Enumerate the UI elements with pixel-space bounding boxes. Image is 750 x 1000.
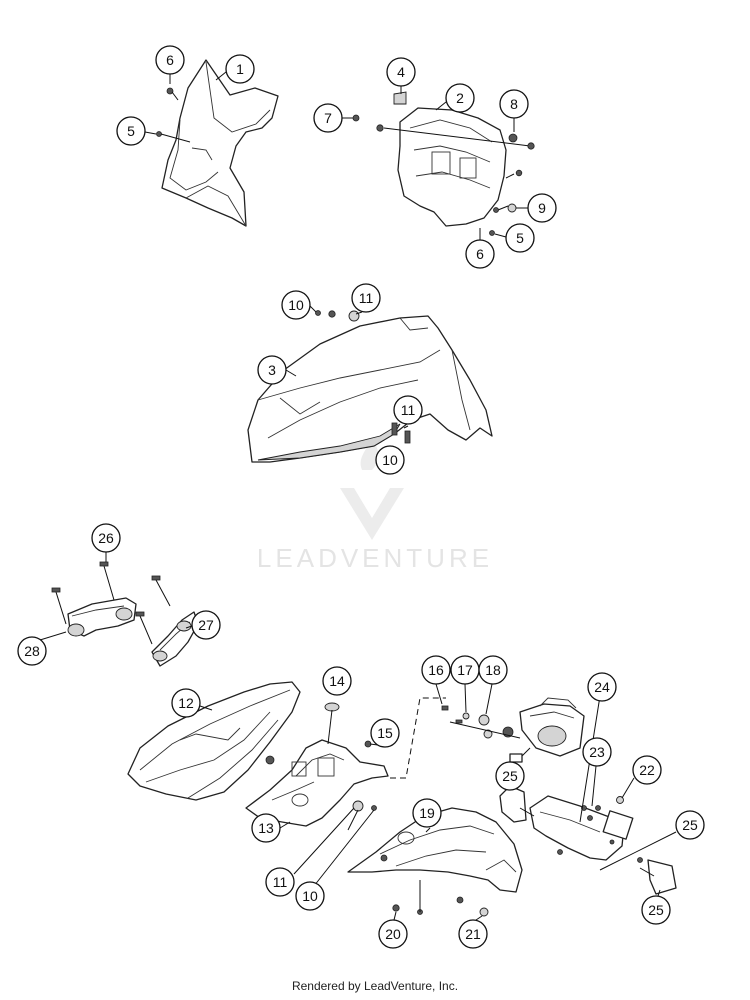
svg-text:10: 10	[288, 297, 304, 313]
callout-1: 1	[215, 54, 255, 84]
callout-19: 19	[412, 798, 442, 833]
svg-text:2: 2	[456, 90, 464, 106]
svg-text:25: 25	[502, 768, 518, 784]
svg-text:14: 14	[329, 673, 345, 689]
seat	[127, 681, 301, 801]
headlight-mask	[156, 59, 279, 227]
callout-25c: 25	[641, 889, 671, 925]
tail-light	[390, 697, 585, 779]
svg-text:11: 11	[359, 290, 374, 306]
svg-text:28: 28	[24, 643, 40, 659]
callout-3: 3	[257, 355, 297, 385]
svg-text:13: 13	[258, 820, 274, 836]
svg-text:5: 5	[516, 230, 524, 246]
svg-text:23: 23	[589, 744, 605, 760]
callout-14: 14	[322, 666, 352, 696]
callout-27: 27	[185, 610, 221, 640]
callout-13: 13	[251, 813, 291, 843]
callout-6a: 6	[155, 45, 185, 84]
svg-text:6: 6	[476, 246, 484, 262]
svg-text:16: 16	[428, 662, 444, 678]
svg-text:26: 26	[98, 530, 114, 546]
leadventure-watermark-logo: LEADVENTURE	[257, 436, 493, 573]
callout-5b: 5	[494, 223, 535, 253]
callout-7: 7	[313, 103, 343, 133]
callout-6b: 6	[465, 228, 495, 269]
callout-16: 16	[421, 655, 451, 705]
svg-text:5: 5	[127, 123, 135, 139]
callout-8: 8	[499, 89, 529, 132]
footer-credit: Rendered by LeadVenture, Inc.	[291, 979, 459, 993]
watermark-text: LEADVENTURE	[257, 543, 493, 573]
callout-28: 28	[17, 631, 67, 666]
svg-text:1: 1	[236, 61, 244, 77]
callout-25a: 25	[495, 761, 525, 791]
callout-15: 15	[369, 718, 400, 748]
callout-12: 12	[171, 688, 213, 718]
callout-17: 17	[450, 655, 480, 713]
callout-10b: 10	[375, 445, 405, 475]
rear-subframe-fender	[245, 702, 389, 831]
callout-18: 18	[478, 655, 508, 715]
callout-4: 4	[386, 57, 416, 94]
callout-2: 2	[435, 83, 475, 113]
svg-text:15: 15	[377, 725, 393, 741]
callout-11c: 11	[265, 807, 355, 897]
svg-text:10: 10	[382, 452, 398, 468]
svg-text:11: 11	[273, 874, 288, 890]
svg-text:24: 24	[594, 679, 610, 695]
svg-text:22: 22	[639, 762, 655, 778]
svg-text:25: 25	[682, 817, 698, 833]
callout-5a: 5	[116, 116, 157, 146]
callout-11a: 11	[351, 283, 381, 315]
callout-24: 24	[587, 672, 617, 702]
svg-text:12: 12	[178, 695, 194, 711]
svg-text:9: 9	[538, 200, 546, 216]
callout-26: 26	[91, 523, 121, 562]
callout-21: 21	[458, 915, 488, 949]
svg-text:25: 25	[648, 902, 664, 918]
svg-text:11: 11	[401, 402, 416, 418]
callout-25b: 25	[675, 810, 705, 840]
svg-text:10: 10	[302, 888, 318, 904]
callout-22: 22	[621, 755, 662, 799]
license-plate-holder	[499, 695, 677, 895]
callout-23: 23	[582, 737, 612, 807]
svg-text:17: 17	[457, 662, 473, 678]
svg-text:18: 18	[485, 662, 501, 678]
svg-text:27: 27	[198, 617, 214, 633]
callouts: 1 6 5 4 2 7 8 9 5 6 10 11 3 11 10 26 27 …	[17, 45, 705, 949]
headlight-bracket	[342, 91, 535, 236]
callout-20: 20	[378, 911, 408, 949]
callout-9: 9	[516, 193, 557, 223]
svg-text:3: 3	[268, 362, 276, 378]
svg-text:19: 19	[419, 805, 435, 821]
svg-text:21: 21	[465, 926, 481, 942]
svg-text:6: 6	[166, 52, 174, 68]
svg-text:4: 4	[397, 64, 405, 80]
callout-10a: 10	[281, 290, 317, 320]
svg-text:20: 20	[385, 926, 401, 942]
svg-text:7: 7	[324, 110, 332, 126]
svg-text:8: 8	[510, 96, 518, 112]
front-fender	[247, 310, 493, 463]
callout-11b: 11	[393, 395, 423, 429]
callout-10c: 10	[295, 809, 375, 911]
bracket-set	[51, 561, 199, 667]
